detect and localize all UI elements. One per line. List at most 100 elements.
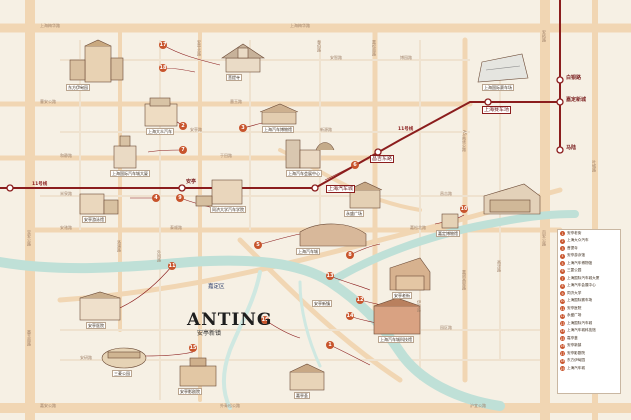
road-label: 昌吉路 (440, 191, 452, 196)
station-baiyin[interactable]: 白银路 (566, 75, 582, 81)
river (0, 210, 579, 411)
legend-number-badge: 14 (560, 328, 565, 334)
building-auto-city-tower (113, 135, 137, 169)
place-marker-4[interactable]: 4 (152, 194, 160, 202)
metro-line-tag: 11号线 (32, 182, 48, 187)
station-malu[interactable]: 马陆 (566, 145, 577, 151)
station-jiading-new-city[interactable]: 嘉定新城 (566, 97, 587, 103)
building-label: 上海汽车城科技馆 (378, 336, 414, 343)
building-east-garden (69, 39, 124, 83)
building-label: 永盛广场 (344, 210, 364, 217)
legend-number-badge: 11 (560, 306, 565, 312)
station-shanghai-auto-city[interactable]: 上海汽车城 (326, 185, 356, 193)
legend-number-badge: 15 (560, 336, 565, 342)
road-label: 安智路 (330, 55, 342, 60)
station-anting[interactable]: 安亭 (186, 179, 197, 185)
legend-item-label: 上海汽车会展中心 (567, 283, 596, 288)
place-marker-5[interactable]: 5 (254, 241, 262, 249)
place-marker-9[interactable]: 9 (176, 194, 184, 202)
place-marker-6[interactable]: 6 (351, 161, 359, 169)
building-label: 安亭新镇 (312, 300, 332, 307)
legend-item-label: 菩提寺 (567, 245, 578, 250)
place-marker-2[interactable]: 2 (179, 122, 187, 130)
legend-item-label: 安亭医院 (567, 305, 582, 310)
place-marker-8[interactable]: 8 (346, 251, 354, 259)
road-label: 于田路 (220, 153, 232, 158)
place-marker-18[interactable]: 18 (159, 64, 167, 72)
building-label: 上海大众汽车 (146, 128, 174, 135)
legend-item-label: 东方伊甸园 (567, 358, 585, 363)
building-plaza (347, 181, 383, 209)
logo-main-text: ANTING (187, 310, 273, 330)
place-marker-3[interactable]: 3 (239, 124, 247, 132)
building-hospital-left (79, 291, 121, 321)
legend-number-badge: 16 (560, 343, 565, 349)
building-expo-right (483, 183, 541, 215)
place-marker-11[interactable]: 11 (168, 262, 176, 270)
building-label: 安亭游泳馆 (82, 216, 106, 223)
road-label: 沪宜公路 (470, 403, 486, 408)
building-science (373, 297, 421, 335)
legend-number-badge: 1 (560, 231, 565, 237)
place-marker-7[interactable]: 7 (179, 146, 187, 154)
place-marker-15[interactable]: 15 (189, 344, 197, 352)
legend-number-badge: 19 (560, 366, 565, 372)
place-marker-14[interactable]: 14 (346, 312, 354, 320)
legend-item-label: 安亭影剧院 (567, 350, 585, 355)
legend-item-label: 同济大学 (567, 290, 582, 295)
legend-number-badge: 9 (560, 291, 565, 297)
building-label: 嘉亭荟 (294, 392, 310, 399)
legend-item-label: 永盛广场 (567, 313, 582, 318)
place-marker-1[interactable]: 1 (326, 341, 334, 349)
building-museum (259, 103, 299, 125)
place-marker-13[interactable]: 13 (326, 272, 334, 280)
road-label: 泰伯路 (317, 40, 322, 52)
building-tongji (195, 179, 243, 207)
place-marker-16[interactable]: 16 (261, 316, 269, 324)
road-label: 墨玉南路 (27, 330, 32, 346)
station-racetrack[interactable]: 上海赛车场 (482, 106, 512, 114)
road-label: 曹安公路 (40, 99, 56, 104)
legend-item-label: 上海大众汽车 (567, 238, 589, 243)
building-label: 嘉定博物馆 (436, 230, 460, 237)
road-label: 墨玉路 (230, 99, 242, 104)
road-label: A5高速公路 (462, 130, 467, 152)
place-marker-17[interactable]: 17 (159, 41, 167, 49)
place-marker-10[interactable]: 10 (460, 205, 468, 213)
place-marker-12[interactable]: 12 (356, 296, 364, 304)
building-label: 上海国际汽车城大厦 (110, 170, 150, 177)
buildings (69, 39, 541, 391)
station-changji-east[interactable]: 昌吉东路 (370, 155, 395, 163)
road-label: 安驰路 (60, 225, 72, 230)
legend-number-badge: 4 (560, 253, 565, 259)
legend-number-badge: 3 (560, 246, 565, 252)
road-label: 洛浦路 (117, 240, 122, 252)
building-hall (299, 223, 367, 247)
road-label: 上海梅华路 (290, 23, 310, 28)
building-label: 安亭影剧院 (178, 388, 202, 395)
legend-item-label: 上海国际汽车城 (567, 320, 593, 325)
